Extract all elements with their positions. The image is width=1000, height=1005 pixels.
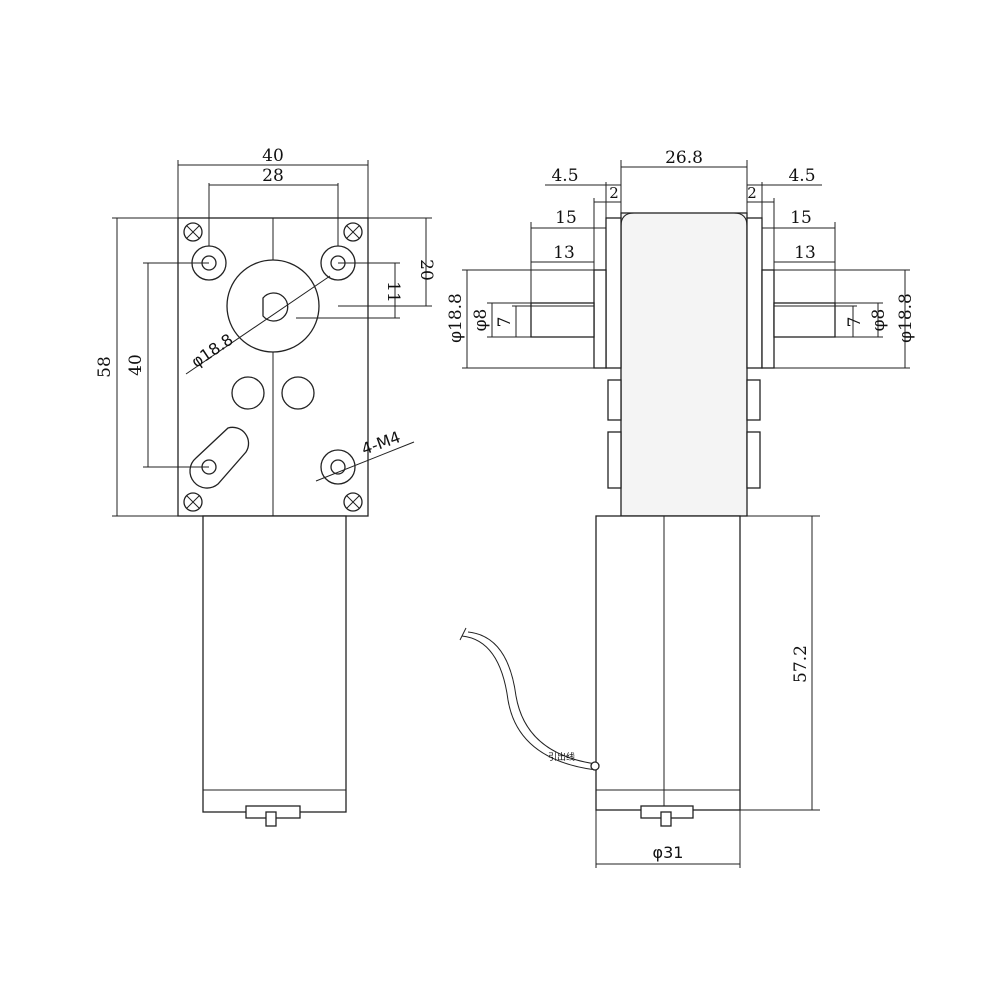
dim-left-flange: 4.5: [551, 166, 578, 186]
dim-left-flat-length: 13: [553, 243, 575, 263]
right-shaft: [773, 302, 836, 338]
right-boss: [761, 269, 775, 369]
right-tab-2: [746, 431, 761, 489]
left-flange: [605, 217, 622, 369]
dim-width-holes: 28: [262, 166, 284, 186]
motor-body-side: [595, 515, 741, 811]
dim-hole-spacing-vertical: 40: [126, 354, 146, 376]
front-view: 40 28 58 40 20 11 φ18.8 4-M4: [95, 146, 436, 827]
dim-left-shaft-diameter: φ8: [471, 309, 491, 332]
lead-wire-2: [467, 631, 597, 765]
corner-screw-tr: [343, 222, 363, 242]
motor-body-front: [202, 515, 347, 813]
relief-hole-right: [281, 376, 315, 410]
dim-right-shaft-length: 15: [790, 208, 812, 228]
motor-end-pin: [265, 811, 277, 827]
relief-hole-left: [231, 376, 265, 410]
dim-right-shaft-diameter: φ8: [869, 309, 889, 332]
output-shaft-d: [262, 292, 289, 322]
dim-right-flat-length: 13: [794, 243, 816, 263]
dim-right-flange: 4.5: [788, 166, 815, 186]
corner-screw-tl: [183, 222, 203, 242]
left-boss: [593, 269, 607, 369]
dim-shaft-offset: 11: [383, 281, 403, 303]
left-tab-2: [607, 431, 622, 489]
dim-body-width: 26.8: [665, 148, 703, 168]
right-flange: [746, 217, 763, 369]
lead-wire-grommet: [590, 761, 600, 771]
lead-wire-1: [461, 635, 597, 771]
dim-left-shaft-length: 15: [555, 208, 577, 228]
gearbox-side-body: [620, 212, 748, 517]
corner-screw-bl: [183, 492, 203, 512]
dim-motor-diameter: φ31: [653, 843, 684, 862]
dim-left-gap: 2: [609, 184, 619, 202]
dim-motor-length: 57.2: [791, 645, 811, 683]
corner-screw-br: [343, 492, 363, 512]
dim-right-gap: 2: [747, 184, 757, 202]
left-tab-1: [607, 379, 622, 421]
dim-right-flat-width: 7: [845, 317, 865, 328]
dim-left-flat-width: 7: [495, 317, 515, 328]
left-shaft: [530, 302, 595, 338]
dim-right-boss-diameter: φ18.8: [896, 293, 916, 343]
right-tab-1: [746, 379, 761, 421]
side-view: 引出线 26.8 4.5 2 4.5 2 15 13 15: [446, 148, 916, 868]
dim-height-total: 58: [95, 356, 115, 378]
label-lead-wire: 引出线: [548, 751, 575, 763]
gearbox-side-top-round: [620, 212, 748, 227]
dim-offset-top: 20: [416, 259, 436, 281]
dim-width-outer: 40: [262, 146, 284, 166]
dim-left-boss-diameter: φ18.8: [446, 293, 466, 343]
